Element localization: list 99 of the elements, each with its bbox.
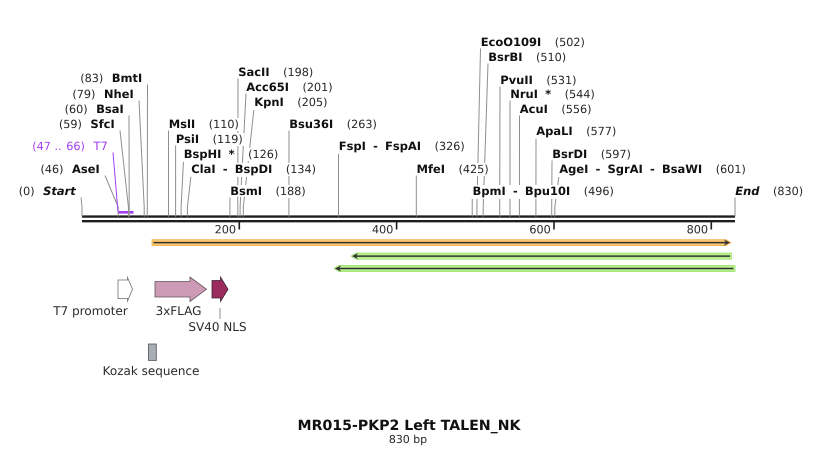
tick-label: 600	[530, 224, 550, 234]
position-number: (577)	[587, 126, 616, 136]
position-number: (263)	[348, 120, 376, 130]
tick-label: 800	[687, 224, 708, 234]
enzyme-label: MslI	[170, 119, 194, 128]
feature-label: SV40 NLS	[189, 322, 246, 332]
leader-line	[482, 63, 488, 218]
position-number: (326)	[436, 142, 464, 152]
leader-line	[146, 84, 148, 218]
leader-line	[472, 197, 473, 218]
enzyme-label: ApaLI	[536, 126, 572, 138]
leader-line	[554, 175, 560, 218]
leader-line	[186, 175, 192, 218]
leader-line	[168, 130, 169, 218]
size-caption: 830 bp	[390, 434, 426, 446]
end-label: Start	[43, 186, 76, 196]
position-number: (496)	[584, 186, 613, 196]
leader-line	[237, 78, 238, 218]
leader-line	[551, 160, 552, 218]
enzyme-label: AseI	[72, 164, 99, 174]
leader-line	[288, 130, 290, 218]
position-number: (0)	[20, 186, 34, 196]
orf-band	[333, 265, 736, 272]
position-number: (510)	[537, 52, 566, 62]
leader-line	[499, 86, 500, 218]
feature-label: 3xFLAG	[156, 306, 200, 316]
tick-label: 400	[372, 224, 393, 234]
leader-line	[338, 152, 339, 218]
position-number: (556)	[562, 104, 591, 114]
leader-line	[229, 197, 230, 218]
leader-line	[476, 48, 481, 218]
position-number: (201)	[303, 82, 332, 92]
orf-band	[152, 239, 732, 246]
enzyme-label: BsaI	[97, 104, 123, 114]
position-number: (60)	[66, 104, 87, 114]
position-number: (79)	[73, 90, 94, 100]
position-number: (425)	[460, 164, 488, 174]
position-number: (531)	[547, 76, 576, 86]
enzyme-label: PsiI	[176, 134, 198, 144]
leader-line	[112, 152, 118, 213]
end-label: End	[736, 186, 760, 196]
enzyme-label: PvuII	[501, 76, 532, 84]
position-number: (46)	[41, 164, 62, 174]
enzyme-label: BsrBI	[489, 52, 522, 62]
position-number: (544)	[566, 90, 594, 100]
enzyme-label: Bsu36I	[290, 120, 332, 128]
position-number: (59)	[60, 120, 81, 130]
position-number: (601)	[716, 164, 745, 174]
position-number: (47 .. 66)	[33, 142, 84, 152]
enzyme-label: BmtI	[112, 74, 142, 82]
position-number: (119)	[214, 134, 242, 144]
enzyme-label: BsrDI	[553, 150, 586, 158]
enzyme-label: KpnI	[255, 98, 283, 108]
leader-line	[104, 175, 119, 218]
position-number: (188)	[276, 186, 305, 196]
leader-line	[138, 100, 145, 218]
position-number: (110)	[210, 120, 238, 130]
enzyme-label: Acc65I	[246, 82, 288, 92]
position-number: (830)	[774, 186, 802, 196]
position-number: (134)	[286, 164, 316, 174]
primer-label: T7	[93, 142, 107, 150]
orf-band	[350, 252, 732, 260]
enzyme-label: BspHI *	[184, 150, 234, 160]
feature-label: T7 promoter	[53, 306, 128, 318]
leader-line	[180, 160, 184, 218]
enzyme-label: SacII	[239, 68, 269, 76]
enzyme-label: NruI *	[511, 90, 551, 98]
enzyme-label: AcuI	[520, 104, 547, 114]
enzyme-label: AgeI - SgrAI - BsaWI	[559, 164, 702, 176]
enzyme-label: NheI	[104, 89, 133, 98]
leader-line	[734, 197, 736, 218]
map-title: MR015-PKP2 Left TALEN_NK	[298, 419, 521, 434]
leader-line	[535, 137, 536, 218]
position-number: (83)	[81, 74, 102, 84]
position-number: (126)	[249, 150, 278, 160]
leader-line	[120, 130, 129, 218]
position-number: (597)	[602, 150, 630, 160]
position-number: (502)	[556, 38, 584, 48]
enzyme-label: SfcI	[91, 119, 114, 128]
feature-block	[212, 276, 228, 303]
leader-line	[416, 175, 417, 218]
enzyme-label: BsmI	[231, 186, 261, 196]
leader-line	[242, 108, 254, 218]
leader-line	[240, 93, 246, 218]
leader-line	[128, 115, 130, 218]
tick-label: 200	[215, 224, 236, 234]
enzyme-label: EcoO109I	[482, 38, 540, 46]
enzyme-label: BpmI - Bpu10I	[474, 186, 570, 198]
leader-line	[80, 197, 82, 218]
leader-line	[518, 115, 520, 218]
enzyme-label: ClaI - BspDI	[192, 164, 272, 176]
sequence-line	[82, 215, 735, 222]
enzyme-label: FspI - FspAI	[340, 142, 420, 152]
position-number: (198)	[284, 68, 312, 78]
position-number: (205)	[298, 98, 326, 108]
primer-mark	[118, 211, 134, 214]
feature-label: Kozak sequence	[104, 366, 199, 378]
leader-line	[175, 145, 176, 218]
enzyme-label: MfeI	[418, 164, 444, 174]
